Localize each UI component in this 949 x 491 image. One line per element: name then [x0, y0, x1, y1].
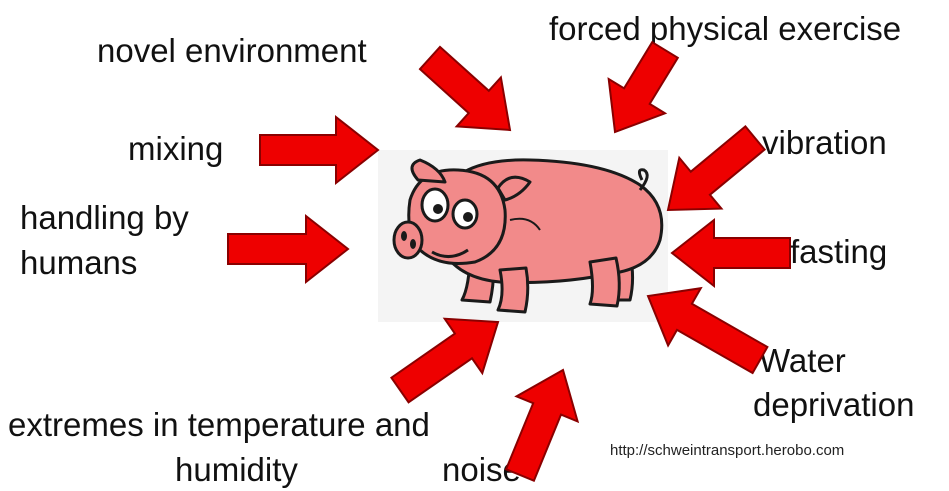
arrow-water-icon: [648, 288, 767, 373]
arrow-novel-environment-icon: [420, 47, 510, 130]
arrow-mixing-icon: [260, 117, 378, 183]
arrow-extremes-icon: [391, 319, 498, 403]
arrow-noise-icon: [506, 370, 577, 481]
arrow-fasting-icon: [672, 220, 790, 286]
arrow-forced-exercise-icon: [609, 42, 678, 132]
arrow-handling-icon: [228, 216, 348, 282]
arrow-vibration-icon: [668, 126, 765, 210]
